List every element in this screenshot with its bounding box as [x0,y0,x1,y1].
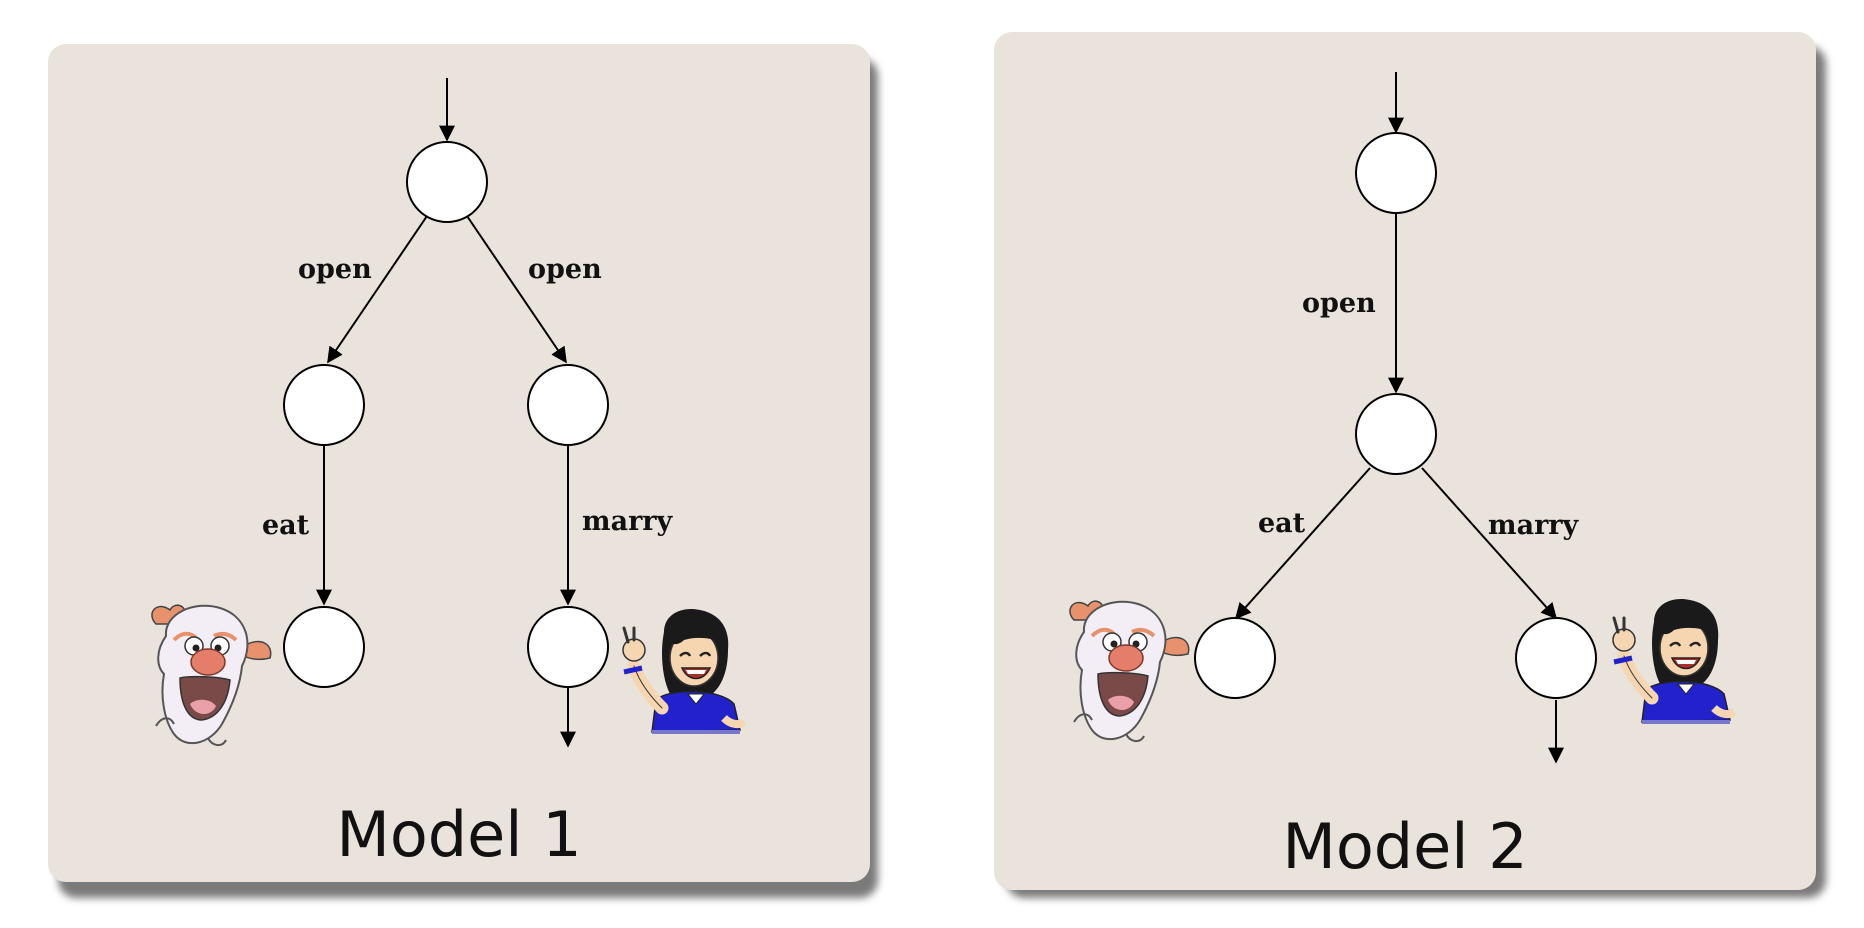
edge-label-marry: marry [582,506,674,537]
edge-open-right [466,215,567,364]
state-right-leaf [527,606,609,688]
state-left-leaf [1194,617,1276,699]
edge-label-open: open [1302,288,1376,319]
model-1-panel: open open eat marry Model 1 [48,44,878,898]
state-right [527,364,609,446]
state-middle [1355,393,1437,475]
edge-marry [1421,467,1558,620]
model-title: Model 2 [1282,810,1527,883]
model-title: Model 1 [336,798,581,871]
edge-open-left [327,215,428,364]
edge-label-marry: marry [1488,510,1580,541]
edge-label-eat: eat [1258,508,1306,539]
state-root [406,141,488,223]
state-left-leaf [283,606,365,688]
state-left [283,364,365,446]
model-2-panel: open eat marry Model 2 [994,32,1826,898]
edge-label-eat: eat [262,510,310,541]
edge-label-open-left: open [298,254,372,285]
state-root [1355,132,1437,214]
edge-label-open-right: open [528,254,602,285]
edge-eat [1234,467,1371,620]
state-right-leaf [1515,617,1597,699]
